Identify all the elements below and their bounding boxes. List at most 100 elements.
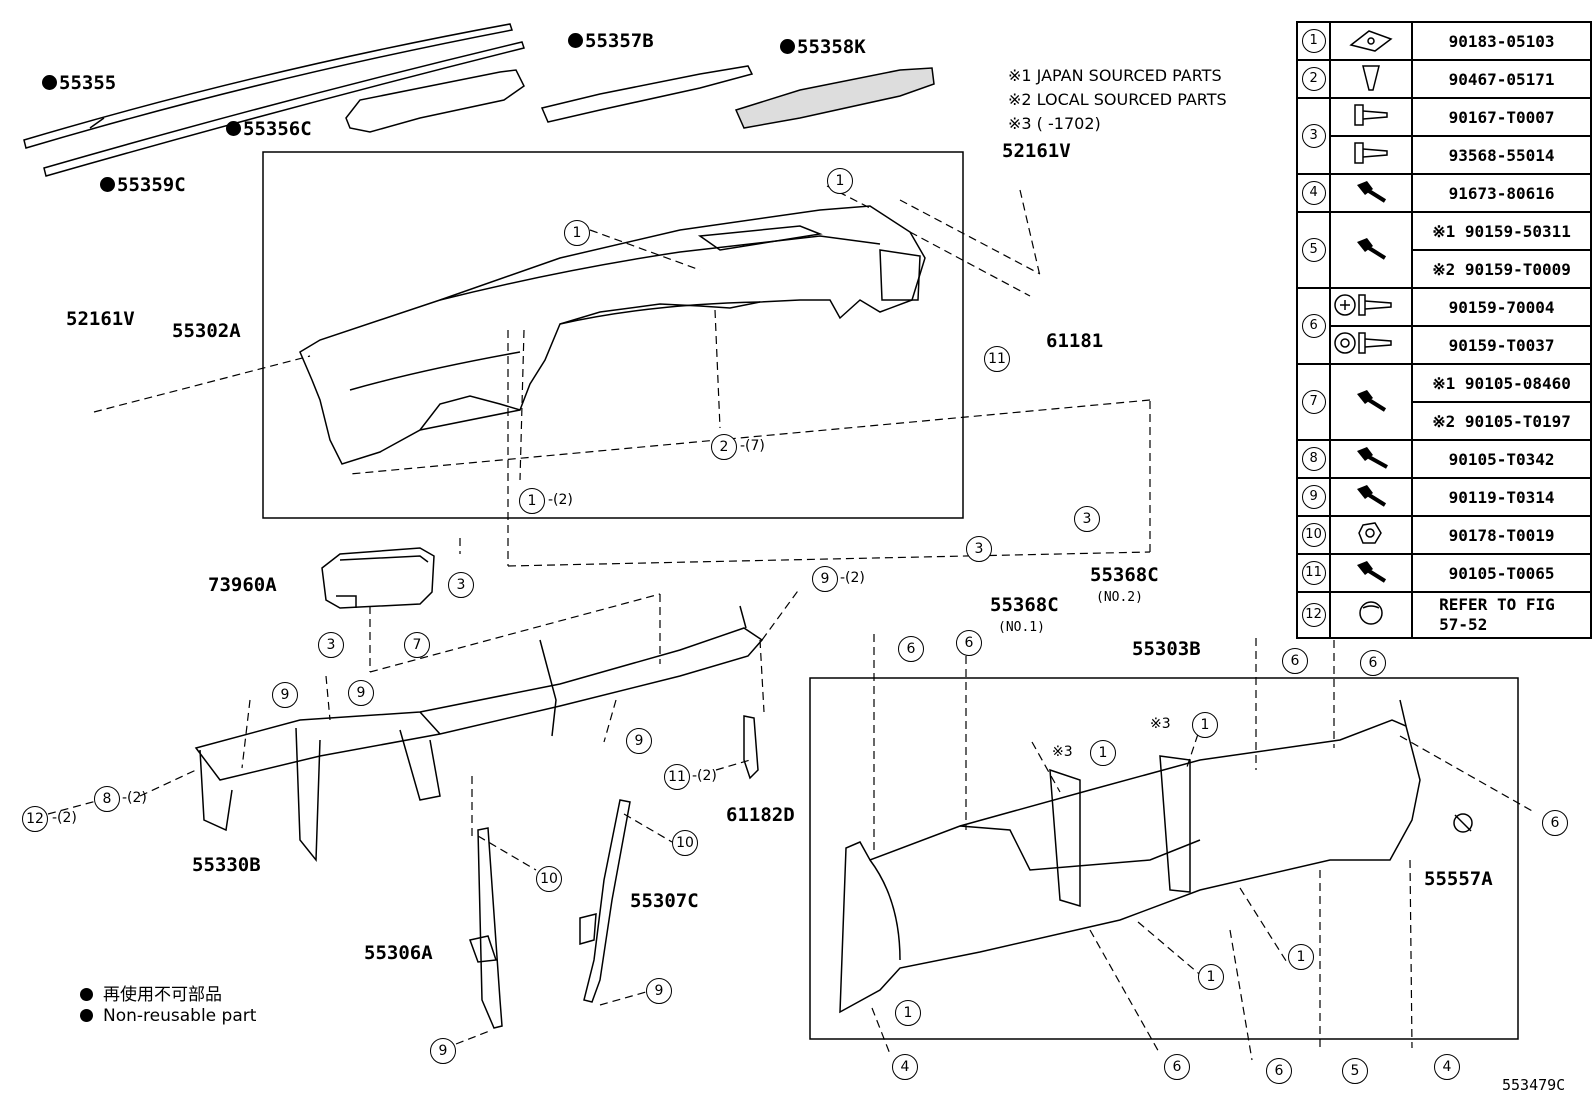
table-index: 1 — [1301, 29, 1326, 53]
part-number: 90159-T0037 — [1411, 325, 1592, 365]
table-row: ※2 90159-T0009 — [1297, 249, 1592, 289]
non-reusable-dot-icon — [100, 177, 115, 192]
callout-1: 1 — [1192, 712, 1218, 738]
callout-9: 9 — [646, 978, 672, 1004]
table-index: 2 — [1301, 67, 1326, 91]
part-number: 90467-05171 — [1411, 59, 1592, 99]
part-number: 90159-70004 — [1411, 287, 1592, 327]
callout-11: 11 — [984, 346, 1010, 372]
panel-sub-assembly-frame — [809, 677, 1519, 1040]
push-clip-icon — [1329, 59, 1414, 99]
windshield-moulding-strips — [23, 23, 525, 177]
table-row: 93568-55014 — [1297, 135, 1592, 175]
note-production-date: ※3 ( -1702) — [1008, 114, 1101, 133]
table-row: ※2 90105-T0197 — [1297, 401, 1592, 441]
non-reusable-dot-icon — [780, 39, 795, 54]
table-row: 12 REFER TO FIG 57-52 — [1295, 591, 1592, 639]
callout-7: 7 — [404, 632, 430, 658]
clip-nut-icon — [1329, 21, 1414, 61]
callout-6: 6 — [1360, 650, 1386, 676]
callout-6: 6 — [956, 630, 982, 656]
table-row: 2 90467-05171 — [1295, 59, 1592, 99]
part-label-55355: 55355 — [42, 74, 116, 93]
callout-8: 8 — [94, 786, 120, 812]
table-index: 12 — [1301, 603, 1326, 627]
callout-5: 5 — [1342, 1058, 1368, 1084]
part-label-55307c: 55307C — [630, 890, 699, 912]
defroster-garnish-pieces — [345, 65, 935, 133]
part-label-55306a: 55306A — [364, 942, 433, 964]
part-label-55368c-no1: 55368C — [990, 594, 1059, 616]
callout-1: 1 — [1198, 964, 1224, 990]
table-row: 8 90105-T0342 — [1295, 439, 1592, 479]
part-sublabel-no1: (NO.1) — [998, 620, 1045, 635]
part-number: ※2 90105-T0197 — [1411, 401, 1592, 441]
callout-6: 6 — [1164, 1054, 1190, 1080]
table-index: 6 — [1301, 314, 1326, 338]
table-row: 90159-T0037 — [1297, 325, 1592, 365]
part-sublabel-no2: (NO.2) — [1096, 590, 1143, 605]
callout-1: 1 — [1090, 740, 1116, 766]
screw-icon — [1329, 135, 1414, 175]
part-label-55303b: 55303B — [1132, 638, 1201, 660]
callout-10: 10 — [672, 830, 698, 856]
callout-3: 3 — [448, 572, 474, 598]
non-reusable-dot-icon — [42, 75, 57, 90]
callout-quantity: -(2) — [548, 492, 573, 508]
callout-6: 6 — [1282, 648, 1308, 674]
callout-6: 6 — [1266, 1058, 1292, 1084]
part-label-55368c-no2: 55368C — [1090, 564, 1159, 586]
callout-quantity: -(2) — [122, 790, 147, 806]
part-number: 90119-T0314 — [1411, 477, 1592, 517]
callout-quantity: -(2) — [52, 810, 77, 826]
part-label-52161v-left: 52161V — [66, 308, 135, 330]
callout-3: 3 — [966, 536, 992, 562]
non-reusable-dot-icon — [80, 988, 93, 1001]
bolt-icon — [1329, 553, 1414, 593]
callout-9: 9 — [626, 728, 652, 754]
part-label-52161v-right: 52161V — [1002, 140, 1071, 162]
part-label-73960a: 73960A — [208, 574, 277, 596]
table-row: 6 90159-70004 — [1295, 287, 1592, 365]
panel-sub-assembly-drawing — [839, 699, 1473, 1014]
callout-4: 4 — [1434, 1054, 1460, 1080]
part-label-61182d: 61182D — [726, 804, 795, 826]
callout-1: 1 — [1288, 944, 1314, 970]
screw-icon — [1329, 287, 1414, 327]
part-label-55330b: 55330B — [192, 854, 261, 876]
table-row: 1 90183-05103 — [1295, 21, 1592, 61]
leader-lines — [47, 185, 1535, 1061]
part-number: ※2 90159-T0009 — [1411, 249, 1592, 289]
bolt-icon — [1329, 173, 1414, 213]
callout-6: 6 — [898, 636, 924, 662]
part-label-55358k: 55358K — [780, 38, 866, 57]
callout-11: 11 — [664, 764, 690, 790]
part-label-55357b: 55357B — [568, 32, 654, 51]
part-label-55359c: 55359C — [100, 176, 186, 195]
note-local-sourced: ※2 LOCAL SOURCED PARTS — [1008, 90, 1227, 109]
part-number: 90183-05103 — [1411, 21, 1592, 61]
table-index: 8 — [1301, 447, 1326, 471]
part-label-55557a: 55557A — [1424, 868, 1493, 890]
reinforcement-beam-drawing — [194, 605, 764, 863]
part-number: ※1 90105-08460 — [1411, 363, 1592, 403]
bolt-icon — [1329, 477, 1414, 517]
callout-6: 6 — [1542, 810, 1568, 836]
table-row: 3 90167-T0007 — [1295, 97, 1592, 175]
table-row: 5 ※1 90159-50311 — [1295, 211, 1592, 289]
part-number: ※1 90159-50311 — [1411, 211, 1592, 251]
part-number: 93568-55014 — [1411, 135, 1592, 175]
screw-icon — [1329, 97, 1414, 137]
part-number: 90178-T0019 — [1411, 515, 1592, 555]
callout-quantity: -(2) — [692, 768, 717, 784]
bolt-icon — [1329, 439, 1414, 479]
table-row: 4 91673-80616 — [1295, 173, 1592, 213]
non-reusable-dot-icon — [568, 33, 583, 48]
table-index: 3 — [1301, 124, 1326, 148]
callout-1: 1 — [519, 488, 545, 514]
table-row: 11 90105-T0065 — [1295, 553, 1592, 593]
table-row: 9 90119-T0314 — [1295, 477, 1592, 517]
callout-3: 3 — [318, 632, 344, 658]
callout-9: 9 — [348, 680, 374, 706]
